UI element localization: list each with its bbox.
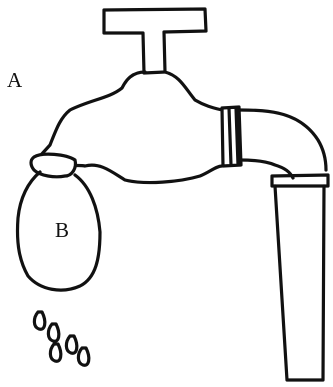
tap-handle — [104, 9, 206, 73]
water-drop — [66, 336, 76, 353]
label-b: B — [55, 220, 69, 241]
water-drop — [34, 312, 44, 329]
vertical-pipe — [275, 186, 324, 380]
pipe-rim — [272, 175, 328, 186]
pipe-coupling — [222, 107, 241, 166]
water-drop — [48, 324, 58, 341]
bent-pipe — [240, 110, 326, 178]
label-a: A — [7, 70, 22, 91]
water-drop — [78, 348, 88, 365]
water-drop — [50, 344, 60, 361]
